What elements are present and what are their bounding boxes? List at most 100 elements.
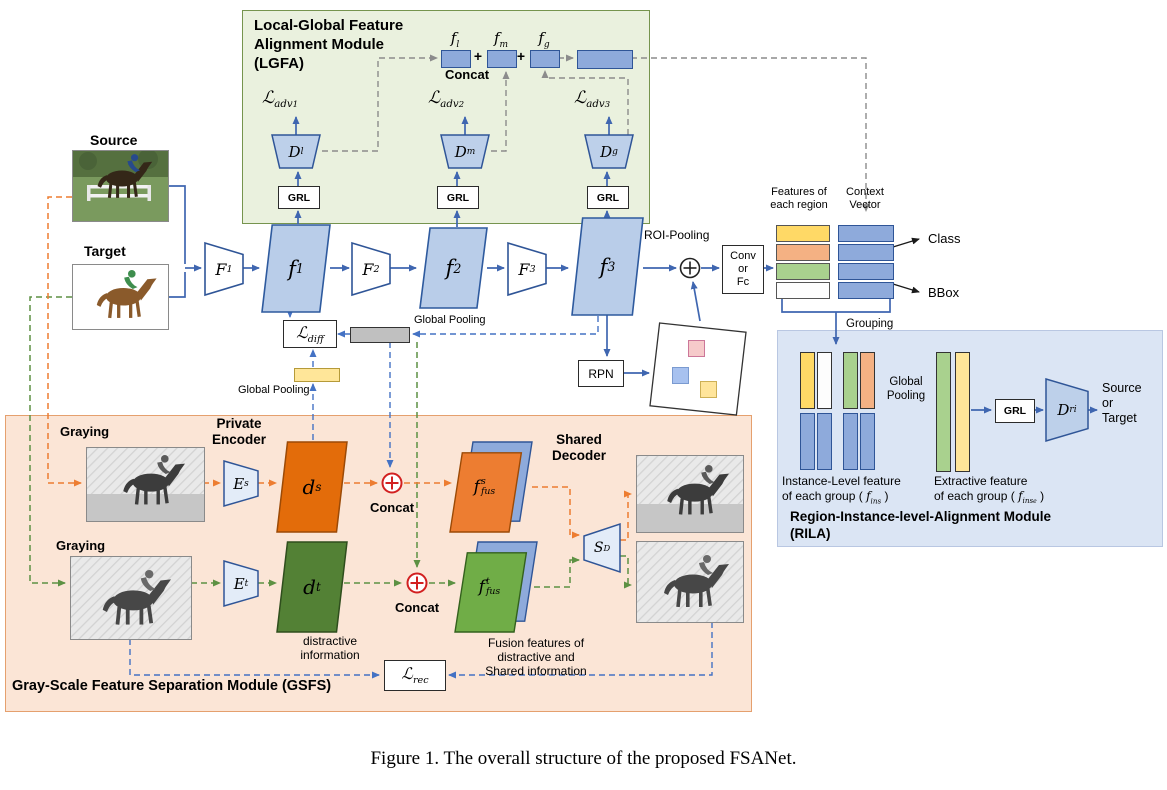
gray-source-image-art	[87, 448, 204, 521]
fusion-features-caption: Fusion features of distractive and Share…	[485, 636, 587, 678]
distractive-info-caption: distractive information	[300, 634, 360, 662]
source-label: Source	[90, 132, 138, 148]
recon-source-image	[636, 455, 744, 533]
rpn-block: RPN	[578, 360, 624, 387]
roi-add-icon	[679, 257, 701, 279]
grl-block-1: GRL	[278, 186, 320, 209]
region-feature-row-yellow	[776, 225, 830, 242]
grl-block-rila: GRL	[995, 399, 1035, 423]
source-image-art	[73, 151, 168, 221]
f-g-label: fg	[538, 29, 550, 50]
context-vector-row	[838, 225, 894, 242]
concat-label-top: Concat	[369, 500, 415, 515]
lgfa-title: Local-Global Feature Alignment Module (L…	[254, 17, 404, 72]
shared-decoder-label: Shared Decoder	[551, 432, 607, 463]
context-vector-row	[838, 244, 894, 261]
extracted-feature-bar-yellow	[955, 352, 970, 472]
region-features-label: Features of each region	[770, 186, 828, 211]
source-image	[72, 150, 169, 222]
region-group-column	[800, 352, 815, 470]
concat-source-icon	[381, 472, 403, 494]
f-l-feature-box	[441, 50, 471, 68]
gray-source-image	[86, 447, 205, 522]
loss-adv2-label: ℒadv2	[428, 88, 465, 111]
f-m-label: fm	[493, 29, 509, 50]
concat-label-bottom: Concat	[394, 600, 440, 615]
pooled-shared-feature-bar	[350, 327, 410, 343]
loss-adv3-label: ℒadv3	[574, 88, 611, 111]
extracted-feature-bar-green	[936, 352, 951, 472]
proposal-region-panel	[650, 323, 746, 415]
loss-diff-block: ℒdiff	[283, 320, 337, 348]
region-feature-row-orange	[776, 244, 830, 261]
instance-feature-caption: Instance-Level feature of each group ( f…	[782, 474, 901, 506]
rila-global-pooling-label: Global Pooling	[886, 376, 926, 402]
global-pooling-label-left: Global Pooling	[238, 384, 310, 396]
graying-label-top: Graying	[60, 424, 110, 439]
context-vector-row	[838, 282, 894, 299]
class-output-label: Class	[928, 231, 961, 246]
extractive-feature-caption: Extractive feature of each group ( finse…	[934, 474, 1045, 506]
gsfs-title: Gray-Scale Feature Separation Module (GS…	[12, 678, 332, 694]
grl-block-3: GRL	[587, 186, 629, 209]
pooled-private-feature-bar	[294, 368, 340, 382]
graying-label-bottom: Graying	[56, 538, 106, 553]
conv-or-fc-block: Conv or Fc	[722, 245, 764, 294]
region-group-column	[860, 352, 875, 470]
private-encoder-label: Private Encoder	[211, 416, 266, 447]
recon-target-image-art	[637, 542, 743, 622]
proposal-box-yellow	[700, 381, 717, 398]
region-group-column	[817, 352, 832, 470]
figure-caption: Figure 1. The overall structure of the p…	[370, 748, 797, 769]
context-vector-row	[838, 263, 894, 280]
f-g-feature-box	[530, 50, 560, 68]
lgfa-concat-label: Concat	[444, 67, 490, 82]
target-image	[72, 264, 169, 330]
gray-target-image	[70, 556, 192, 640]
grl-block-2: GRL	[437, 186, 479, 209]
gray-target-image-art	[71, 557, 191, 639]
context-vector-label: Context Vector	[846, 186, 884, 211]
region-feature-row-white	[776, 282, 830, 299]
bbox-output-label: BBox	[928, 285, 960, 300]
rila-module	[777, 330, 1163, 547]
rila-title: Region-Instance-level-Alignment Module (…	[790, 509, 1052, 541]
classifier-arrows	[892, 237, 920, 294]
f-l-label: fl	[450, 29, 460, 50]
proposal-box-pink	[688, 340, 705, 357]
target-image-art	[73, 265, 168, 329]
plus-icon: +	[516, 48, 526, 64]
rila-output-label: Source or Target	[1102, 381, 1142, 425]
target-label: Target	[84, 243, 126, 259]
plus-icon: +	[473, 48, 483, 64]
grouping-label: Grouping	[846, 318, 894, 330]
concat-output-box	[577, 50, 633, 69]
loss-rec-block: ℒrec	[384, 660, 446, 691]
proposal-box-blue	[672, 367, 689, 384]
roi-pooling-label: ROI-Pooling	[644, 228, 710, 242]
concat-target-icon	[406, 572, 428, 594]
global-pooling-label-right: Global Pooling	[414, 314, 486, 326]
recon-target-image	[636, 541, 744, 623]
f-m-feature-box	[487, 50, 517, 68]
region-feature-row-green	[776, 263, 830, 280]
region-group-column	[843, 352, 858, 470]
